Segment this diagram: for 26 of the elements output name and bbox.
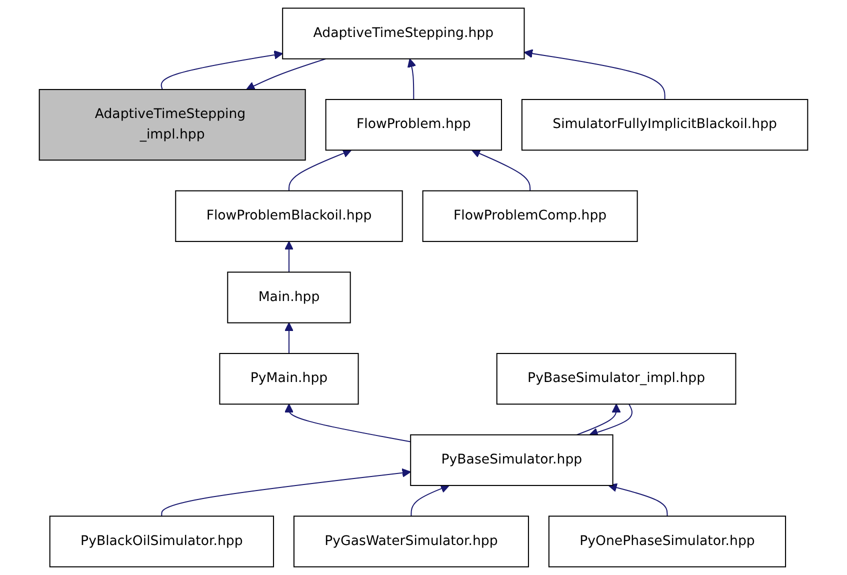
arrow <box>288 149 352 191</box>
node-box: FlowProblemBlackoil.hpp <box>175 190 403 242</box>
node-box: FlowProblemComp.hpp <box>422 190 638 242</box>
arrow <box>524 49 666 100</box>
arrow <box>160 50 283 90</box>
arrow <box>407 58 416 100</box>
arrow <box>246 58 326 90</box>
arrow <box>576 404 621 436</box>
node-box: PyGasWaterSimulator.hpp <box>293 516 529 568</box>
arrow <box>471 149 531 191</box>
arrow <box>608 483 668 516</box>
node-box: PyBaseSimulator_impl.hpp <box>496 352 736 405</box>
arrow <box>284 404 411 442</box>
node-box: PyMain.hpp <box>219 352 359 405</box>
node-box: PyOnePhaseSimulator.hpp <box>548 516 786 568</box>
node-box: SimulatorFullyImplicitBlackoil.hpp <box>521 98 808 151</box>
node-box: PyBlackOilSimulator.hpp <box>49 516 274 568</box>
arrow <box>284 241 294 272</box>
arrow <box>410 484 450 516</box>
node-box: FlowProblem.hpp <box>325 98 502 151</box>
arrow <box>161 468 411 516</box>
node-box: Main.hpp <box>227 272 351 324</box>
node-box: AdaptiveTimeStepping _impl.hpp <box>38 89 306 161</box>
node-box: PyBaseSimulator.hpp <box>410 434 614 486</box>
node-box: AdaptiveTimeStepping.hpp <box>282 8 525 60</box>
arrow <box>284 322 294 354</box>
